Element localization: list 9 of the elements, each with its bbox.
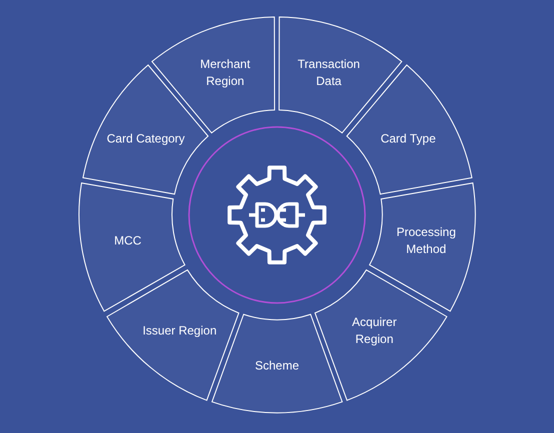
segment-label: Issuer Region <box>142 322 218 340</box>
segment-label: Acquirer Region <box>351 314 398 348</box>
segment-label: MCC <box>113 232 142 250</box>
segment-label: Processing Method <box>396 224 457 258</box>
segment-label: Card Category <box>106 130 186 148</box>
segment-label: Transaction Data <box>296 56 361 90</box>
segment-label: Card Type <box>380 130 437 148</box>
segment-label: Scheme <box>254 358 300 375</box>
segment-label: Merchant Region <box>199 56 252 90</box>
